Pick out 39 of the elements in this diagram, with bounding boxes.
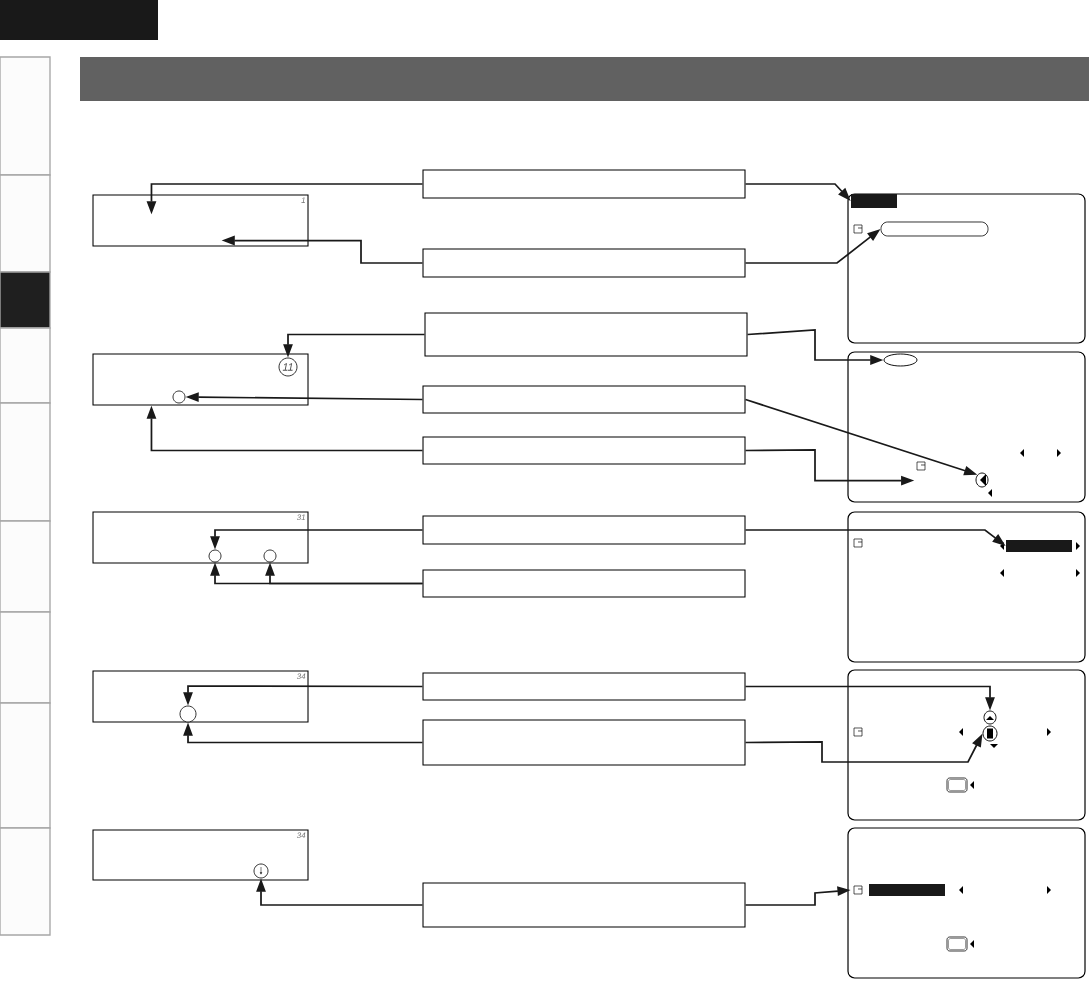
sidebar-tab [0,611,51,704]
description-box [422,436,746,465]
indicator-circle [179,705,197,723]
description-box [424,312,748,357]
description-box [422,569,746,598]
sidebar-tab [0,827,51,936]
sidebar-tab [0,402,51,522]
screen-panel [847,511,1086,663]
title-band [80,57,1089,101]
sidebar-tab [0,702,51,829]
screen-panel [847,351,1086,503]
description-box [422,882,746,928]
oval-marker [883,353,918,367]
description-box [422,719,746,766]
sidebar-tab [0,271,51,329]
sidebar-tab [0,327,51,404]
display-panel [92,353,309,406]
sidebar-tab [0,56,51,176]
display-panel: 34 [92,829,309,881]
sidebar-tab [0,174,51,273]
display-panel: 34 [92,670,309,723]
screen-panel [847,827,1086,979]
display-panel: 1 [92,194,309,247]
highlight-tab [851,194,897,208]
header-tab [0,0,158,40]
sidebar-tab [0,520,51,613]
description-box [422,672,746,701]
up-arrow-icon [983,710,997,725]
description-box [422,515,746,545]
highlight-bar [869,884,945,896]
description-box [422,248,746,278]
screen-panel [847,193,1086,344]
selection-pill [880,221,989,237]
description-box [422,385,746,414]
screen-panel [847,669,1086,821]
description-box [422,169,746,199]
cursor-icon [982,725,998,742]
display-panel: 31 [92,511,309,564]
left-arrow-icon [975,472,989,488]
